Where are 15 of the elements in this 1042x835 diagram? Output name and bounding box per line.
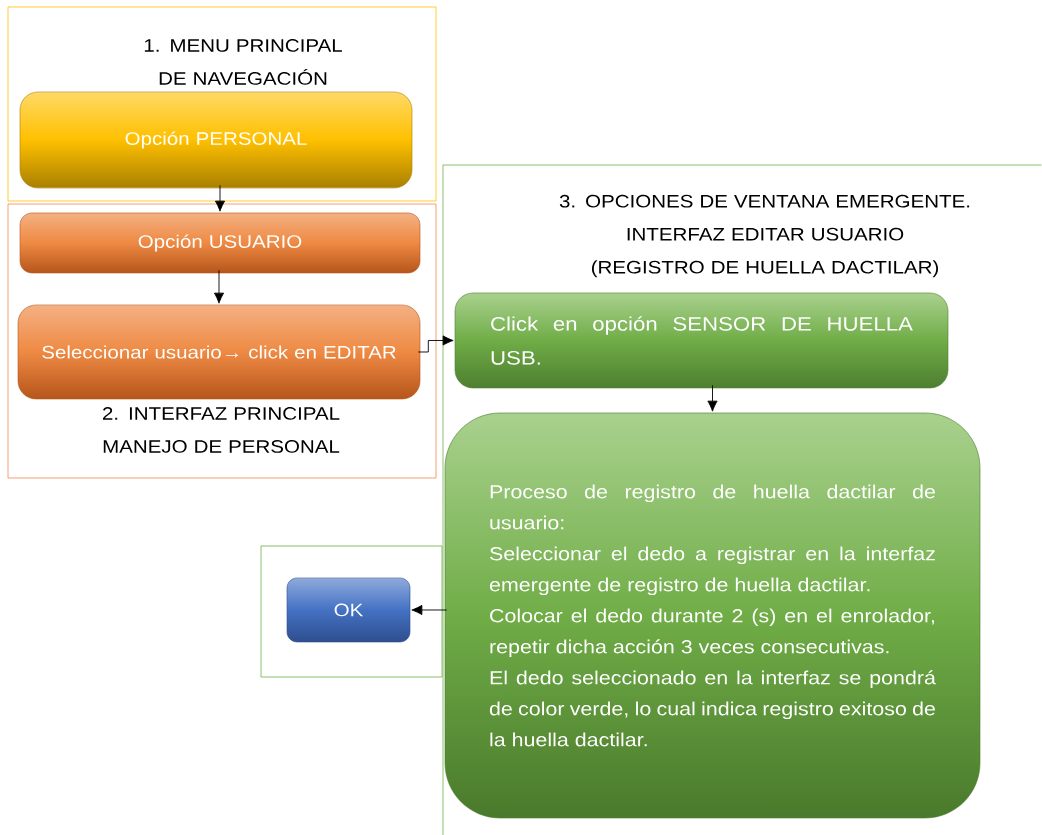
arrow	[213, 269, 225, 304]
arrow	[417, 335, 454, 353]
arrow	[214, 184, 226, 212]
process-box: Proceso de registro de huella dactilar de usuario: Seleccionar el dedo a registrar en la interfaz emergente de registro de huella dactilar. Colocar el dedo durante 2 (s) en el enrolador, repetir dicha acción 3 veces consecutivas. El dedo seleccionado en la interfaz se pondrá de color verde, lo cual indica registro exitoso de la huella dactilar.	[444, 412, 981, 819]
arrow	[411, 604, 448, 616]
section-heading: 3. OPCIONES DE VENTANA EMERGENTE. INTERFAZ EDITAR USUARIO (REGISTRO DE HUELLA DACTILAR)	[559, 194, 970, 278]
process-box: Opción USUARIO	[19, 212, 421, 274]
section-heading: 2. INTERFAZ PRINCIPAL MANEJO DE PERSONAL	[103, 407, 340, 453]
process-box: Seleccionar usuario→ click en EDITAR	[17, 304, 421, 400]
arrow	[707, 384, 718, 412]
process-box: Click en opción SENSOR DE HUELLA USB.	[454, 292, 949, 389]
section-heading: 1. MENU PRINCIPAL DE NAVEGACIÓN	[144, 39, 342, 85]
process-box: Opción PERSONAL	[19, 91, 413, 189]
group-frame	[260, 545, 443, 678]
button: OK	[286, 577, 411, 643]
